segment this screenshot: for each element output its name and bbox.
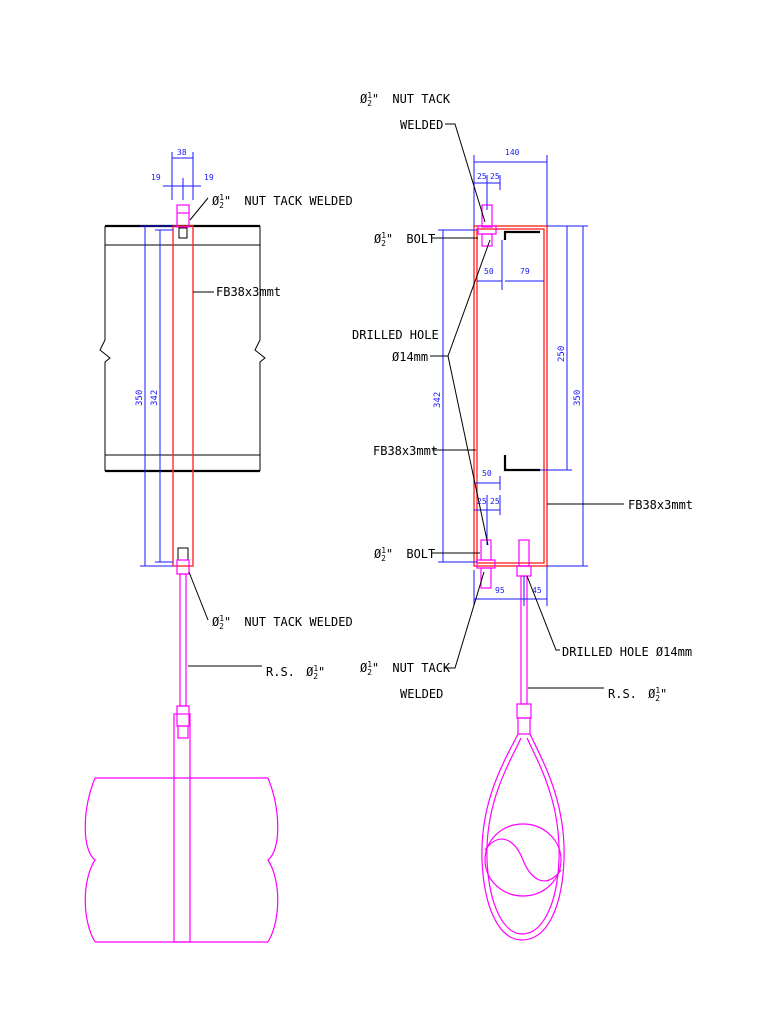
dim-50-bottom: 50 bbox=[482, 469, 492, 478]
callout-fb-inner-right: FB38x3mmt bbox=[373, 444, 476, 458]
label-nut-tack-top-right: NUT TACK bbox=[392, 92, 451, 106]
dim-350-right: 350 bbox=[573, 390, 583, 406]
dim-inner-right: 50 79 bbox=[477, 240, 544, 290]
dim-lower-right: 50 25 25 95 45 bbox=[473, 469, 548, 606]
label-fb38-inner: FB38x3mmt bbox=[373, 444, 438, 458]
dim-25-c: 25 bbox=[477, 497, 487, 506]
flat-bar-left bbox=[172, 225, 194, 567]
bolt-top-right bbox=[477, 204, 497, 247]
dim-350-left: 350 bbox=[135, 390, 145, 406]
dim-25-d: 25 bbox=[490, 497, 500, 506]
label-welded-top-right: WELDED bbox=[400, 118, 443, 132]
svg-text:Ø12" NUT TACK WELDED: Ø12" NUT TACK WELDED bbox=[212, 614, 353, 631]
dim-top-right: 140 25 25 bbox=[473, 148, 548, 226]
dim-140: 140 bbox=[505, 148, 520, 157]
nut-bottom-left bbox=[176, 547, 190, 575]
dim-342-right: 342 bbox=[433, 392, 443, 408]
dim-25-a: 25 bbox=[477, 172, 487, 181]
svg-text:Ø12" BOLT: Ø12" BOLT bbox=[374, 546, 435, 563]
dim-342-left: 342 bbox=[150, 390, 160, 406]
svg-text:R.S. Ø12": R.S. Ø12" bbox=[608, 686, 667, 703]
right-view: 140 25 25 50 79 342 250 bbox=[352, 91, 693, 941]
rod-left bbox=[179, 573, 187, 707]
dim-95: 95 bbox=[495, 586, 505, 595]
pipe-left bbox=[84, 713, 279, 943]
dim-38: 38 bbox=[177, 148, 187, 157]
callout-drilled-hole-bottom: DRILLED HOLE Ø14mm bbox=[526, 575, 692, 659]
label-bolt-bottom: BOLT bbox=[406, 547, 435, 561]
flat-bar-frame bbox=[473, 225, 548, 567]
callout-fb-outer-right: FB38x3mmt bbox=[547, 498, 693, 512]
label-drilled-hole-1: DRILLED HOLE bbox=[352, 328, 439, 342]
label-rs-right: R.S. bbox=[608, 687, 637, 701]
callout-drilled-hole-top: DRILLED HOLE Ø14mm bbox=[352, 239, 491, 546]
dim-vertical-right: 342 250 350 bbox=[433, 225, 588, 567]
dim-19-right: 19 bbox=[204, 173, 214, 182]
bolt-bottom-right bbox=[476, 539, 532, 589]
label-fb38-outer: FB38x3mmt bbox=[628, 498, 693, 512]
dim-19-left: 19 bbox=[151, 173, 161, 182]
label-nut-tack-welded-top: NUT TACK WELDED bbox=[244, 194, 352, 208]
dim-25-b: 25 bbox=[490, 172, 500, 181]
svg-text:Ø12" NUT TACK: Ø12" NUT TACK bbox=[360, 660, 451, 677]
label-nut-tack-bottom-right: NUT TACK bbox=[392, 661, 451, 675]
svg-text:Ø12" NUT TACK: Ø12" NUT TACK bbox=[360, 91, 451, 108]
beam-section bbox=[99, 224, 266, 473]
dim-50-top: 50 bbox=[484, 267, 494, 276]
dim-45: 45 bbox=[532, 586, 542, 595]
dim-vertical-left: 350 342 bbox=[135, 225, 173, 567]
dim-79: 79 bbox=[520, 267, 530, 276]
label-bolt-top: BOLT bbox=[406, 232, 435, 246]
svg-text:Ø12" BOLT: Ø12" BOLT bbox=[374, 231, 435, 248]
dim-top-left: 38 19 19 bbox=[151, 148, 214, 200]
label-nut-tack-welded-bottom: NUT TACK WELDED bbox=[244, 615, 352, 629]
label-drilled-hole-bottom: DRILLED HOLE Ø14mm bbox=[562, 645, 692, 659]
label-welded-bottom-right: WELDED bbox=[400, 687, 443, 701]
label-fb38-left: FB38x3mmt bbox=[216, 285, 281, 299]
svg-text:Ø12" NUT TACK WELDED: Ø12" NUT TACK WELDED bbox=[212, 193, 353, 210]
label-drilled-hole-2: Ø14mm bbox=[392, 350, 428, 364]
dim-250: 250 bbox=[557, 346, 567, 362]
label-rs-left: R.S. bbox=[266, 665, 295, 679]
pipe-clevis-right bbox=[481, 733, 565, 941]
svg-text:R.S. Ø12": R.S. Ø12" bbox=[266, 664, 325, 681]
nut-top-left bbox=[176, 204, 190, 239]
callout-flat-bar-left: FB38x3mmt bbox=[193, 285, 281, 299]
